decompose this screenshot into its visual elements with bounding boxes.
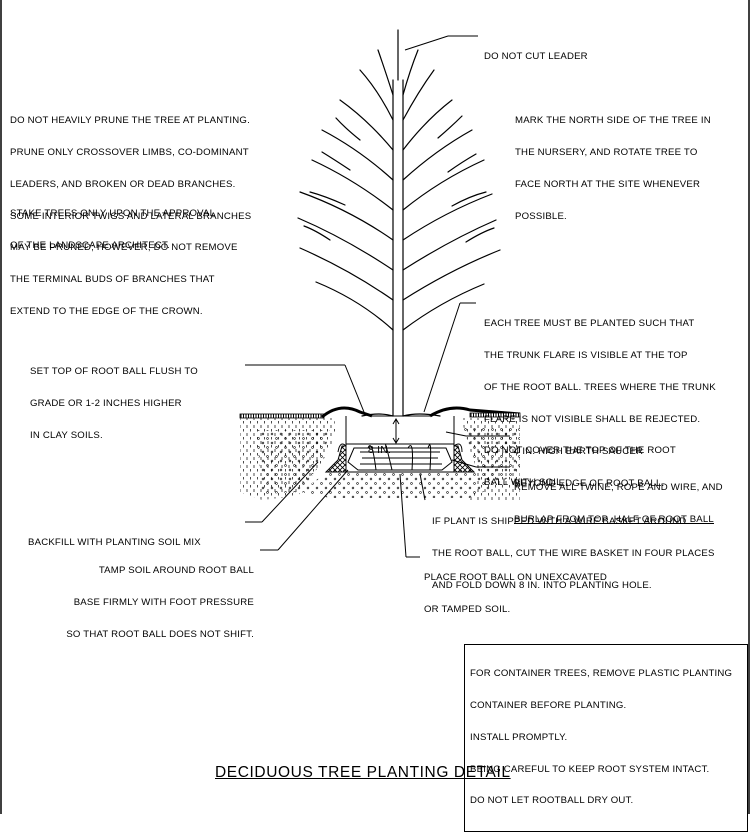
note-line: DO NOT HEAVILY PRUNE THE TREE AT PLANTIN… [10, 115, 250, 127]
note-line: SO THAT ROOT BALL DOES NOT SHIFT. [66, 628, 254, 640]
dimension-text: 8 IN. [368, 444, 392, 457]
note-line: MARK THE NORTH SIDE OF THE TREE IN [515, 115, 711, 127]
note-container-trees: FOR CONTAINER TREES, REMOVE PLASTIC PLAN… [464, 644, 748, 832]
note-line: MAY BE PRUNED; HOWEVER, DO NOT REMOVE [10, 242, 238, 254]
tree [297, 29, 501, 417]
note-line: POSSIBLE. [515, 210, 567, 222]
note-line: SOME INTERIOR TWIGS AND LATERAL BRANCHES [10, 210, 252, 222]
note-line: THE TRUNK FLARE IS VISIBLE AT THE TOP [484, 349, 688, 361]
note-line: SET TOP OF ROOT BALL FLUSH TO [30, 366, 198, 378]
note-line: BEYOND EDGE OF ROOT BALL. [514, 477, 665, 489]
note-wire-basket: IF PLANT IS SHIPPED WITH A WIRE BASKET A… [432, 496, 715, 613]
note-line: BASE FIRMLY WITH FOOT PRESSURE [73, 596, 254, 608]
note-backfill: BACKFILL WITH PLANTING SOIL MIX [28, 517, 201, 570]
note-line: IF PLANT IS SHIPPED WITH A WIRE BASKET A… [432, 516, 687, 528]
note-line: DO NOT COVER THE TOP OF THE ROOT [484, 445, 676, 457]
note-line: PRUNE ONLY CROSSOVER LIMBS, CO-DOMINANT [10, 146, 249, 158]
note-trunk-flare: EACH TREE MUST BE PLANTED SUCH THAT THE … [484, 298, 716, 510]
note-line: TAMP SOIL AROUND ROOT BALL [98, 565, 254, 577]
note-line: STAKE TREES ONLY UPON THE APPROVAL [10, 208, 216, 220]
tree-planting-diagram [0, 0, 750, 814]
ground-surface [239, 406, 521, 444]
note-line: EACH TREE MUST BE PLANTED SUCH THAT [484, 318, 695, 330]
note-line: EXTEND TO THE EDGE OF THE CROWN. [10, 305, 203, 317]
note-remove-twine: REMOVE ALL TWINE, ROPE AND WIRE, AND BUR… [514, 462, 723, 547]
note-line: BURLAP FROM TOP HALF OF ROOT BALL [514, 513, 714, 525]
note-line: OF THE LANDSCAPE ARCHITECT. [10, 239, 170, 251]
drawing-title: DECIDUOUS TREE PLANTING DETAIL [215, 764, 511, 781]
note-line: FLARE IS NOT VISIBLE SHALL BE REJECTED. [484, 413, 701, 425]
note-pruning: DO NOT HEAVILY PRUNE THE TREE AT PLANTIN… [10, 95, 251, 339]
note-line: AND FOLD DOWN 8 IN. INTO PLANTING HOLE. [432, 579, 652, 591]
note-line: IN CLAY SOILS. [30, 429, 103, 441]
note-north-side: MARK THE NORTH SIDE OF THE TREE IN THE N… [515, 95, 711, 243]
note-line: FOR CONTAINER TREES, REMOVE PLASTIC PLAN… [470, 668, 733, 680]
dimension-label: 8 IN. [368, 424, 391, 477]
existing-soil-shading [240, 418, 520, 500]
note-earth-saucer: 4 IN. HIGH EARTH SAUCER BEYOND EDGE OF R… [514, 426, 664, 511]
note-line: REMOVE ALL TWINE, ROPE AND WIRE, AND [514, 482, 723, 494]
note-line: BEING CAREFUL TO KEEP ROOT SYSTEM INTACT… [470, 763, 710, 775]
note-line: GRADE OR 1-2 INCHES HIGHER [30, 397, 182, 409]
note-line: THE TERMINAL BUDS OF BRANCHES THAT [10, 274, 215, 286]
note-line: 4 IN. HIGH EARTH SAUCER [514, 446, 644, 458]
note-staking: STAKE TREES ONLY UPON THE APPROVAL OF TH… [10, 188, 215, 273]
note-line: THE NURSERY, AND ROTATE TREE TO [515, 146, 698, 158]
root-ball [337, 443, 463, 471]
dimension-8-in [392, 418, 400, 444]
note-line: BACKFILL WITH PLANTING SOIL MIX [28, 537, 201, 549]
note-line: BALL WITH SOIL. [484, 477, 565, 489]
note-line: INSTALL PROMPTLY. [470, 731, 568, 743]
note-tamp-soil: TAMP SOIL AROUND ROOT BALL BASE FIRMLY W… [18, 545, 254, 662]
note-line: DO NOT LET ROOTBALL DRY OUT. [470, 795, 634, 807]
note-line: FACE NORTH AT THE SITE WHENEVER [515, 178, 701, 190]
note-line: THE ROOT BALL, CUT THE WIRE BASKET IN FO… [432, 547, 715, 559]
note-place-root-ball: PLACE ROOT BALL ON UNEXCAVATED OR TAMPED… [424, 552, 607, 637]
note-line: DO NOT CUT LEADER [484, 51, 588, 63]
sheet-frame [0, 0, 750, 814]
note-line: OR TAMPED SOIL. [424, 603, 511, 615]
note-root-ball-grade: SET TOP OF ROOT BALL FLUSH TO GRADE OR 1… [30, 346, 198, 463]
note-do-not-cut-leader: DO NOT CUT LEADER [484, 31, 588, 84]
note-line: CONTAINER BEFORE PLANTING. [470, 699, 627, 711]
leader-lines [245, 35, 510, 558]
note-line: PLACE ROOT BALL ON UNEXCAVATED [424, 572, 607, 584]
note-line: LEADERS, AND BROKEN OR DEAD BRANCHES. [10, 178, 236, 190]
note-line: OF THE ROOT BALL. TREES WHERE THE TRUNK [484, 381, 716, 393]
